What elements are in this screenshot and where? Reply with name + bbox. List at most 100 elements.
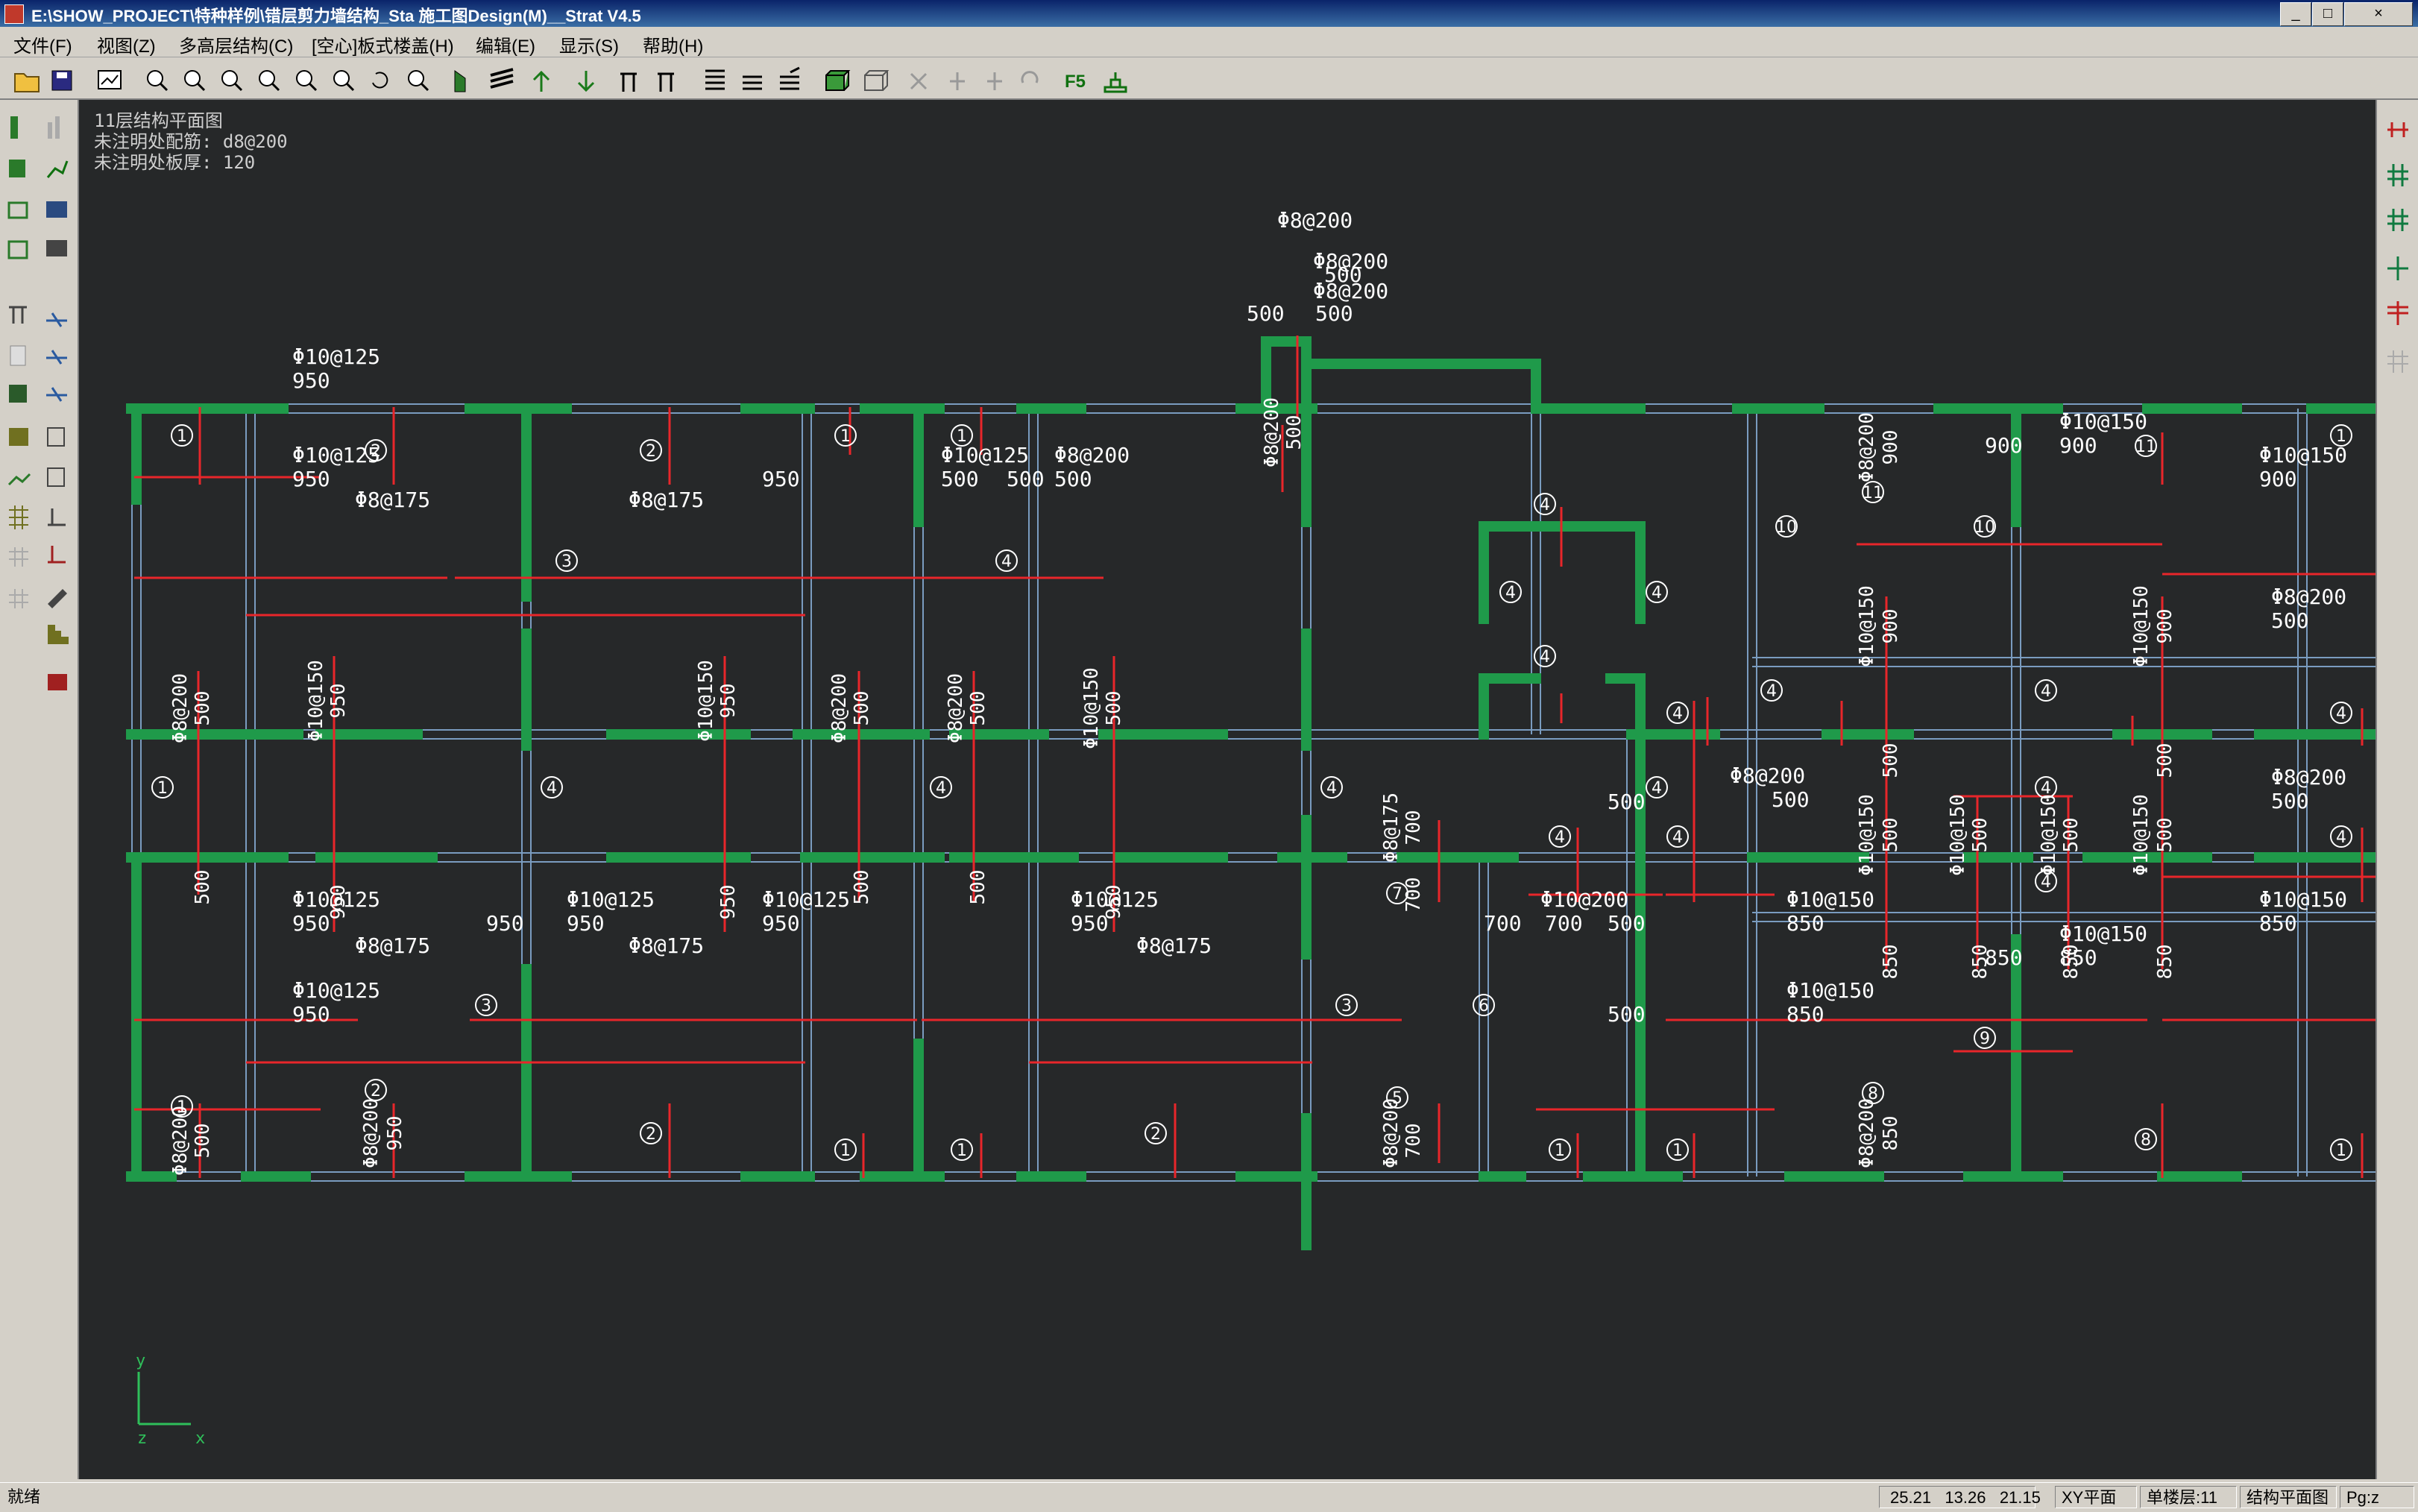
report-icon[interactable] (48, 674, 67, 690)
grid-disabled-icon[interactable] (2387, 350, 2408, 373)
line-tool-3-icon[interactable] (46, 387, 67, 402)
rebar-number: 5 (1386, 1086, 1408, 1109)
rebar-grid-right-icon[interactable] (2387, 164, 2408, 186)
mesh-disabled-2-icon[interactable] (9, 589, 28, 608)
rebar-label-vertical: Φ8@200 (1856, 1098, 1878, 1168)
cross-grid-icon[interactable] (2387, 301, 2408, 325)
zoom-previous-icon[interactable] (333, 70, 355, 92)
beam-tool-icon[interactable] (9, 306, 27, 324)
floor-up-icon[interactable] (454, 70, 466, 92)
zoom-extent-icon[interactable] (408, 70, 429, 92)
save-icon[interactable] (51, 70, 72, 91)
zoom-in-icon[interactable] (221, 70, 243, 92)
stamp-icon[interactable] (1103, 72, 1127, 93)
close-button[interactable]: × (2344, 2, 2413, 26)
terrain-icon[interactable] (7, 473, 31, 486)
rebar-number-circle (1473, 994, 1495, 1016)
minimize-button[interactable]: _ (2280, 2, 2311, 26)
rebar-grid-icon[interactable] (9, 428, 28, 446)
rebar-number-text: 4 (2041, 779, 2051, 798)
f5-button[interactable]: F5 (1065, 72, 1086, 92)
menu-file[interactable]: 文件(F) (13, 37, 72, 57)
zoom-all-icon[interactable] (296, 70, 318, 92)
rebar-label-vertical: 900 (1880, 609, 1902, 644)
line-tool-1-icon[interactable] (46, 312, 67, 327)
wall-tool-icon[interactable] (9, 160, 25, 177)
stack-check-icon[interactable] (780, 66, 800, 90)
rebar-label: 850 (2259, 911, 2297, 936)
arrow-down-icon[interactable] (577, 71, 595, 92)
layers-icon[interactable] (490, 68, 514, 89)
preview-icon[interactable] (98, 70, 122, 89)
rebar-grid-right-2-icon[interactable] (2387, 209, 2408, 231)
zoom-window-icon[interactable] (184, 70, 206, 92)
rebar-number-circle (640, 1122, 662, 1144)
chart-up-icon[interactable] (46, 160, 69, 178)
rebar-label-vertical: 500 (967, 870, 989, 905)
rebar-number: 4 (1666, 702, 1689, 724)
status-bar: 就绪 25.21 13.26 21.15 XY平面 单楼层:11 结构平面图 P… (0, 1482, 2418, 1512)
table-icon[interactable] (46, 201, 67, 218)
node-icon[interactable] (2387, 256, 2408, 280)
open-icon[interactable] (14, 73, 40, 92)
rebar-label: 900 (2059, 433, 2097, 458)
stack-edit-icon[interactable] (743, 75, 762, 90)
rebar-number: 4 (2035, 679, 2057, 702)
disabled-tool-2-icon[interactable] (950, 72, 965, 90)
mesh-icon[interactable] (9, 505, 28, 529)
floor-right-icon[interactable] (658, 72, 674, 92)
menu-display[interactable]: 显示(S) (559, 37, 619, 57)
disabled-tool-3-icon[interactable] (987, 72, 1002, 90)
default-thickness-note: 未注明处板厚: 120 (94, 152, 256, 173)
edit-tool-2-icon[interactable] (47, 467, 65, 487)
maximize-button[interactable]: □ (2312, 2, 2343, 26)
rebar-label-vertical: 500 (192, 1124, 214, 1159)
edit-tool-3-icon[interactable] (48, 508, 66, 526)
grid-table-icon[interactable] (46, 240, 67, 256)
rebar-number-text: 7 (1392, 885, 1402, 904)
edit-tool-4-icon[interactable] (48, 546, 66, 564)
rebar-label-vertical: 950 (717, 684, 740, 719)
slab-tool-icon[interactable] (9, 385, 27, 403)
menu-view[interactable]: 视图(Z) (97, 37, 156, 57)
menu-slab[interactable]: [空心]板式楼盖(H) (312, 37, 454, 57)
rebar-label: 950 (762, 911, 800, 936)
stairs-icon[interactable] (48, 625, 69, 644)
status-view: 结构平面图 (2240, 1486, 2337, 1508)
menu-structure[interactable]: 多高层结构(C) (179, 37, 294, 57)
chart-icon[interactable] (48, 116, 60, 139)
column-tool-icon[interactable] (10, 116, 18, 139)
line-tool-2-icon[interactable] (46, 350, 67, 365)
page-icon[interactable] (10, 345, 26, 366)
mesh-disabled-icon[interactable] (9, 547, 28, 567)
menu-help[interactable]: 帮助(H) (643, 37, 704, 57)
floor-left-icon[interactable] (620, 72, 637, 92)
menu-edit[interactable]: 编辑(E) (476, 37, 535, 57)
app-icon[interactable] (4, 4, 24, 24)
rotate-view-icon[interactable] (372, 72, 388, 89)
zoom-icon[interactable] (259, 70, 280, 92)
rebar-label-vertical: 900 (1880, 430, 1902, 465)
edit-tool-1-icon[interactable] (47, 427, 65, 447)
rebar-number: 1 (951, 1138, 973, 1161)
rebar-number-circle (1862, 481, 1884, 503)
box-outline-icon[interactable] (864, 70, 890, 91)
rebar-number-text: 1 (1555, 1141, 1565, 1160)
rebar-number-circle (2135, 435, 2157, 457)
status-ready: 就绪 (7, 1487, 41, 1506)
pencil-icon[interactable] (48, 589, 67, 608)
disabled-tool-4-icon[interactable] (1021, 71, 1039, 84)
rebar-number-circle (1386, 882, 1408, 904)
grid-tool-icon[interactable] (7, 201, 28, 219)
rebar-label-vertical: Φ8@200 (169, 673, 192, 743)
arrow-up-icon[interactable] (532, 70, 550, 92)
frame-tool-icon[interactable] (7, 240, 28, 259)
rebar-number: 1 (834, 1138, 857, 1161)
stack-icon[interactable] (705, 69, 725, 90)
rebar-label-vertical: 500 (851, 870, 873, 905)
rebar-plan-icon[interactable] (2387, 122, 2408, 137)
box-3d-icon[interactable] (825, 70, 851, 91)
zoom-out-icon[interactable] (147, 70, 169, 92)
disabled-tool-1-icon[interactable] (910, 72, 928, 90)
